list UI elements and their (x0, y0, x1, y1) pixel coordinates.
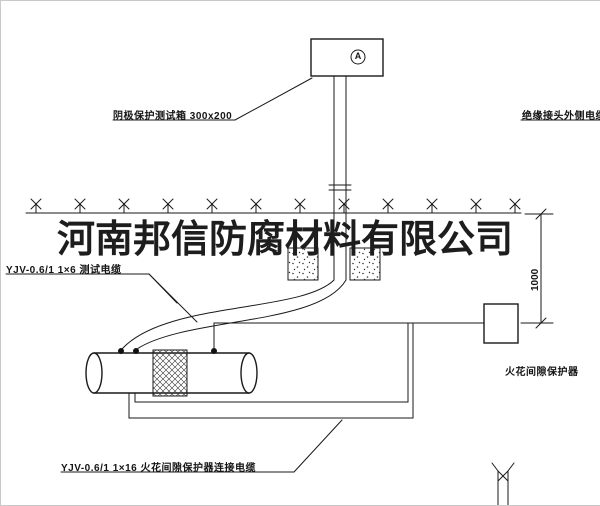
test-post (328, 75, 352, 281)
dimension-depth-text: 1000 (530, 268, 541, 291)
spark-gap-label: 火花间隙保护器 (505, 367, 579, 378)
cable-fittings (118, 348, 217, 354)
test-box-terminal-letter: A (354, 51, 362, 61)
test-cable-label: YJV-0.6/1 1×6 测试电缆 (6, 265, 122, 276)
insulation-joint-cable-label: 绝缘接头外侧电缆 (522, 111, 600, 122)
cables (121, 279, 485, 419)
leader-lines (5, 77, 600, 473)
spark-gap-protector (483, 303, 519, 344)
test-cable-2 (136, 279, 347, 350)
test-box (310, 38, 384, 77)
spark-gap-cable-top (213, 322, 485, 350)
pipeline (85, 348, 258, 397)
spark-gap-cable-bottom-2 (134, 322, 409, 403)
dimension-1000 (520, 208, 554, 329)
test-cable-1 (121, 279, 335, 350)
ground-rod-symbol (491, 462, 515, 505)
insulating-joint (152, 349, 188, 397)
test-box-label: 阴极保护测试箱 300x200 (113, 111, 233, 122)
spark-gap-cable-bottom-1 (128, 322, 414, 419)
ground-line (25, 198, 522, 214)
concrete-foundations (287, 247, 381, 281)
connection-cable-label: YJV-0.6/1 1×16 火花间隙保护器连接电缆 (61, 463, 257, 474)
company-watermark: 河南邦信防腐材料有限公司 (57, 219, 514, 261)
